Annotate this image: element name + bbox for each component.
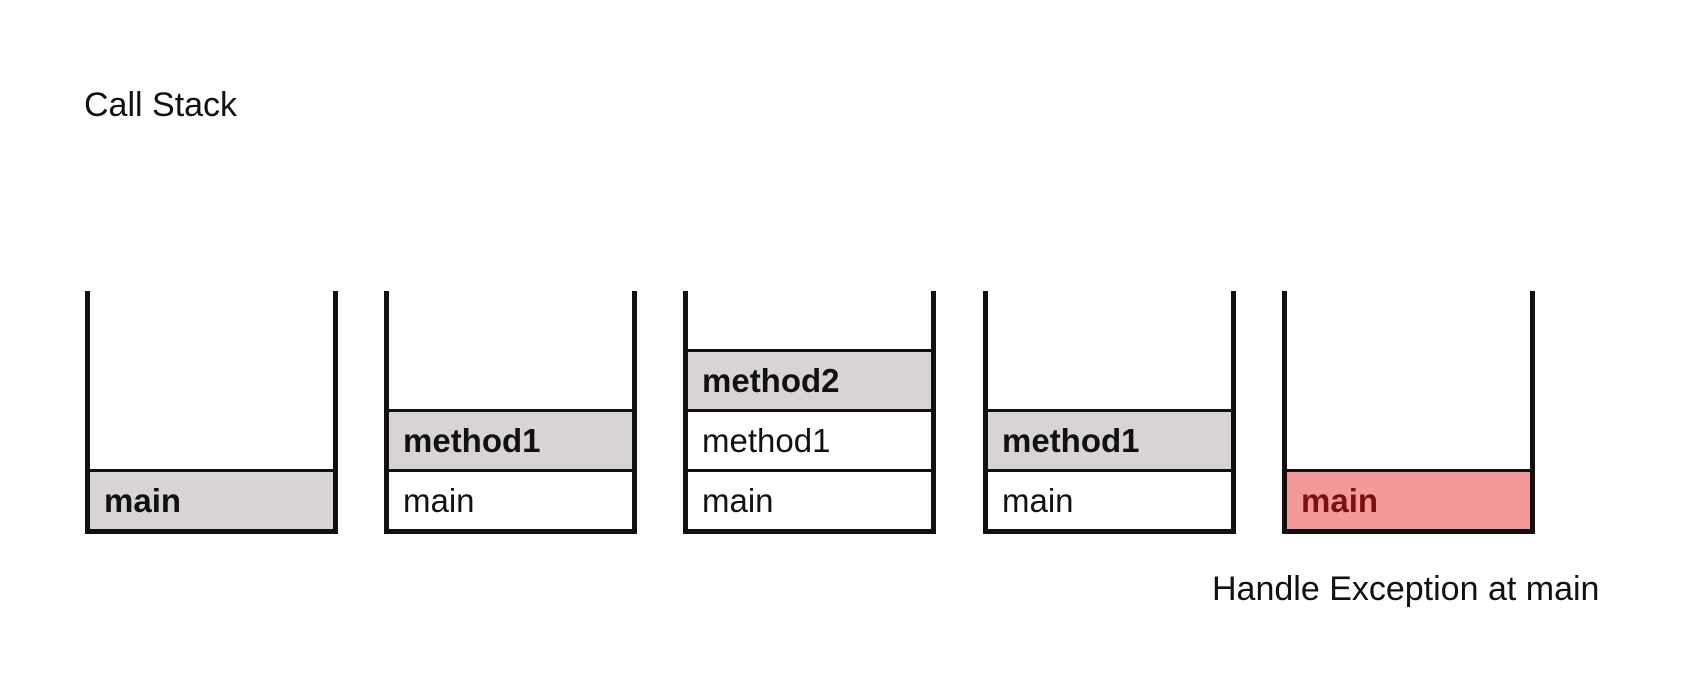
stack-frame: method1 (988, 409, 1231, 469)
stack-frame: main (1287, 469, 1530, 529)
stack-frame: main (90, 469, 333, 529)
call-stack-3: main method1 method2 (683, 291, 936, 534)
call-stack-5: main (1282, 291, 1535, 534)
diagram-title: Call Stack (84, 86, 238, 124)
stack-frame: main (688, 469, 931, 529)
stack-frame: method1 (389, 409, 632, 469)
stack-frame: method2 (688, 349, 931, 409)
call-stack-1: main (85, 291, 338, 534)
stack-frame: method1 (688, 409, 931, 469)
call-stack-4: main method1 (983, 291, 1236, 534)
call-stack-2: main method1 (384, 291, 637, 534)
stack-frame: main (389, 469, 632, 529)
exception-note: Handle Exception at main (1212, 570, 1600, 608)
stack-frame: main (988, 469, 1231, 529)
